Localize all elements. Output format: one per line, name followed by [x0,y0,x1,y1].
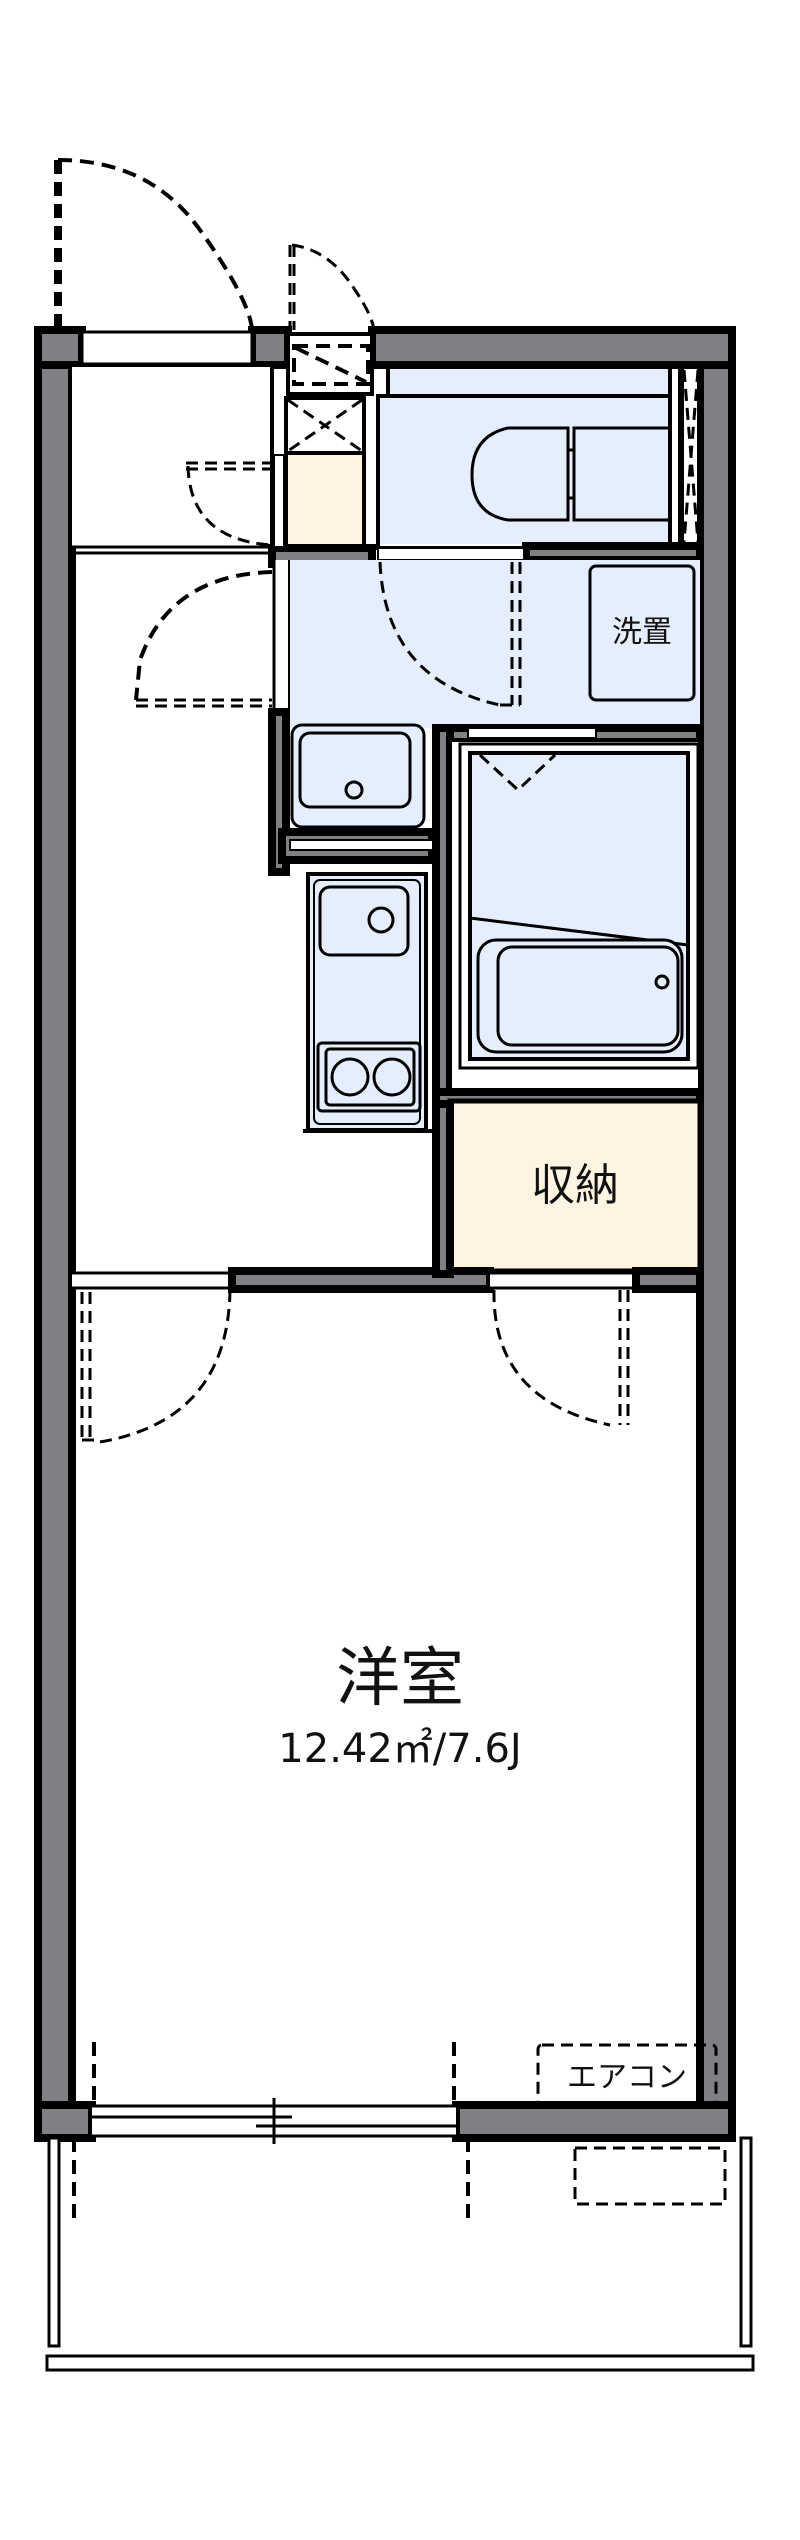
meter-box-door-swing [288,243,376,331]
air-conditioner: エアコン [536,2043,718,2107]
storage-label: 収納 [531,1160,619,1211]
air-conditioner-label: エアコン [567,2060,687,2095]
pipe-space [678,363,703,549]
toilet-room [376,365,672,550]
meter-box [286,332,374,396]
outer-walls [34,326,736,2142]
balcony [45,2136,755,2372]
washer-space-label: 洗置 [612,615,672,650]
storage-door-swing [492,1289,630,1427]
entrance-inner-door-swing [186,461,273,547]
washbasin [268,708,437,876]
entrance-door-swing [54,158,254,331]
main-room-door-swing-left [80,1289,232,1444]
bathroom [448,738,702,1094]
shoe-cabinet [268,396,376,568]
main-room-partition [70,1100,704,1293]
hallway-door-swing [134,570,273,708]
ac-outdoor-unit [573,2146,727,2206]
washroom-door-swing [378,561,522,707]
western-room-label: 洋室 [336,1642,464,1716]
balcony-sliding-window [72,2042,470,2226]
inner-walls-upper [377,542,704,564]
western-room-area: 12.42㎡/7.6J [278,1726,521,1772]
western-room: 洋室 12.42㎡/7.6J [278,1642,521,1772]
storage: 収納 [447,1098,703,1274]
washer-space: 洗置 [588,564,696,702]
entrance-area [72,330,274,555]
kitchen [303,872,434,1133]
